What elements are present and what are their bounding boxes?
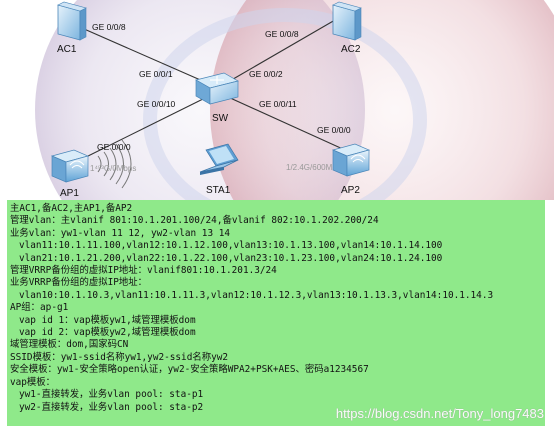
port-label-ap2: GE 0/0/0: [317, 125, 351, 135]
link-ap1-sw: [79, 97, 206, 161]
coverage-area-right: [210, 0, 554, 200]
ac2-device[interactable]: AC2: [332, 1, 362, 55]
radio-label-ap2: 1/2.4G/600M: [286, 163, 333, 172]
ap1-device[interactable]: AP1: [50, 149, 90, 199]
wireless-signal-icon: [97, 139, 132, 189]
config-line: 业务vlan：yw1-vlan 11 12, yw2-vlan 13 14: [10, 227, 231, 239]
port-label-sw-ac1: GE 0/0/1: [139, 69, 173, 79]
config-line: yw2-直接转发，业务vlan pool: sta-p2: [19, 401, 204, 413]
port-label-ap1: GE 0/0/0: [97, 142, 131, 152]
config-line: yw1-直接转发，业务vlan pool: sta-p1: [19, 389, 204, 401]
config-line: 管理VRRP备份组的虚拟IP地址：vlanif801:10.1.201.3/24: [10, 265, 277, 277]
config-line: vap id 1：vap模板yw1,域管理模板dom: [19, 314, 196, 326]
config-line: vap id 2：vap模板yw2,域管理模板dom: [19, 327, 196, 339]
link-ap2-sw: [227, 96, 346, 151]
coverage-ring: [143, 8, 427, 200]
ac1-device[interactable]: AC1: [57, 1, 87, 55]
config-line: vap模板：: [10, 376, 56, 388]
network-topology: AC1 AC2 SW AP1: [35, 0, 554, 200]
port-label-sw-ap1: GE 0/0/10: [137, 99, 176, 109]
config-line: 业务VRRP备份组的虚拟IP地址：: [10, 277, 147, 289]
config-line: 主AC1,备AC2,主AP1,备AP2: [10, 203, 133, 214]
port-label-sw-ap2: GE 0/0/11: [259, 99, 297, 109]
link-ac2-sw: [227, 19, 336, 83]
ac2-label: AC2: [341, 44, 361, 55]
sta1-device[interactable]: STA1: [199, 143, 239, 196]
watermark: https://blog.csdn.net/Tony_long7483: [335, 406, 544, 421]
port-label-ac1: GE 0/0/8: [92, 22, 126, 32]
config-line: AP组：ap-g1: [10, 302, 69, 314]
config-line: 管理vlan：主vlanif 801:10.1.201.100/24,备vlan…: [10, 215, 379, 227]
radio-label-ap1: 1⁴⁵³G/0Mbps: [90, 164, 136, 173]
sw-label: SW: [212, 113, 229, 124]
config-line: vlan21:10.1.21.200,vlan22:10.1.22.100,vl…: [19, 252, 443, 264]
config-line: vlan11:10.1.11.100,vlan12:10.1.12.100,vl…: [19, 240, 443, 252]
link-ac1-sw: [74, 24, 206, 83]
config-line: SSID模板：yw1-ssid名称yw1,yw2-ssid名称yw2: [10, 351, 229, 363]
ap1-label: AP1: [60, 188, 79, 199]
ac1-label: AC1: [57, 44, 77, 55]
sw-device[interactable]: SW: [195, 72, 239, 124]
links: [74, 19, 346, 161]
ap2-label: AP2: [341, 185, 360, 196]
port-labels: GE 0/0/8 GE 0/0/8 GE 0/0/1 GE 0/0/2 GE 0…: [92, 22, 351, 152]
port-label-sw-ac2: GE 0/0/2: [249, 69, 283, 79]
config-line: vlan10:10.1.10.3,vlan11:10.1.11.3,vlan12…: [19, 289, 494, 301]
port-label-ac2: GE 0/0/8: [265, 29, 299, 39]
config-line: 安全模板：yw1-安全策略open认证，yw2-安全策略WPA2+PSK+AES…: [10, 364, 369, 376]
config-line: 域管理模板：dom,国家码CN: [10, 339, 129, 351]
ap2-device[interactable]: AP2: [331, 143, 371, 196]
sta1-label: STA1: [206, 185, 231, 196]
